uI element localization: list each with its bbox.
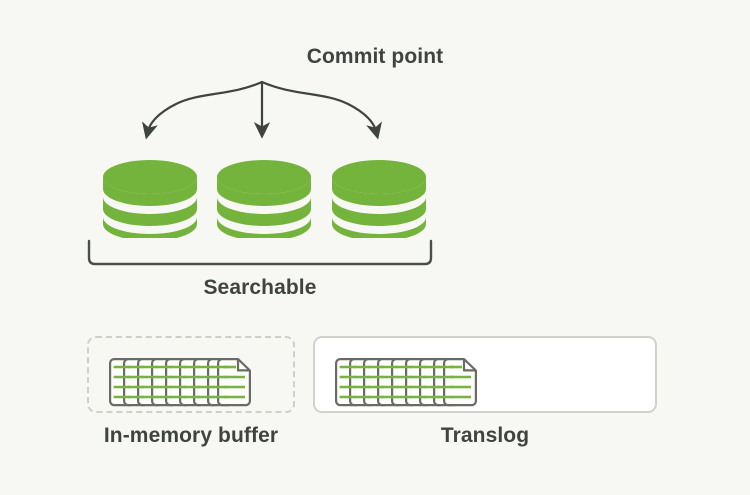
segment-cylinder-icon-3 bbox=[332, 160, 426, 238]
commit-arrow-left bbox=[142, 80, 264, 140]
document-stack-icon-buffer bbox=[109, 357, 251, 407]
searchable-label: Searchable bbox=[203, 276, 317, 299]
segment-cylinder-icon-2 bbox=[217, 160, 311, 238]
commit-arrow-right bbox=[260, 80, 382, 140]
commit-point-label: Commit point bbox=[306, 45, 444, 68]
translog-label: Translog bbox=[440, 424, 530, 447]
translog-box bbox=[313, 336, 657, 413]
in-memory-buffer-box bbox=[87, 336, 295, 413]
searchable-bracket bbox=[87, 239, 433, 266]
segment-cylinder-icon-1 bbox=[103, 160, 197, 238]
document-stack-icon-translog bbox=[335, 357, 477, 407]
in-memory-buffer-label: In-memory buffer bbox=[103, 424, 279, 447]
